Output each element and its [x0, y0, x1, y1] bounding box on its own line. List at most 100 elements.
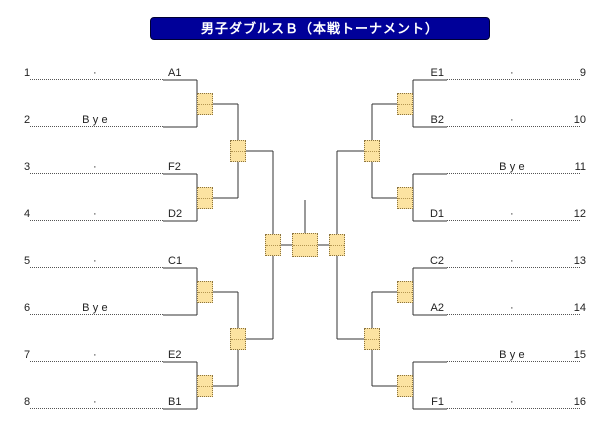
entry-number: 7 — [24, 349, 31, 361]
entry-line — [447, 267, 580, 268]
entry-line — [447, 314, 580, 315]
score-box-divider — [231, 151, 245, 152]
score-box-divider — [293, 245, 317, 246]
entry-name: · — [510, 396, 517, 408]
entry-number: 12 — [573, 208, 586, 220]
entry-line — [30, 220, 163, 221]
entry-number: 13 — [573, 255, 586, 267]
bracket-entry-row: 13 · C2 — [413, 253, 588, 268]
bracket-entry-row: 9 · E1 — [413, 65, 588, 80]
seed-label: B1 — [168, 396, 182, 408]
entry-number: 4 — [24, 208, 31, 220]
score-box — [230, 328, 246, 350]
score-box-divider — [398, 292, 412, 293]
entry-number: 11 — [574, 161, 586, 173]
score-box-divider — [198, 386, 212, 387]
bracket-lines-right — [336, 79, 447, 410]
score-box — [397, 93, 413, 115]
seed-label: C1 — [168, 255, 183, 267]
bracket-entry-row: 15 Bye — [413, 347, 588, 362]
bracket-entry-row: 10 · B2 — [413, 112, 588, 127]
entry-line — [447, 361, 580, 362]
entry-number: 8 — [24, 396, 31, 408]
bracket-entry-row: 5 · C1 — [22, 253, 197, 268]
score-box — [329, 234, 345, 256]
score-box — [397, 281, 413, 303]
score-box-divider — [330, 245, 344, 246]
score-box-divider — [231, 339, 245, 340]
entry-line — [30, 79, 163, 80]
score-box-divider — [398, 198, 412, 199]
entry-name: Bye — [499, 349, 528, 361]
entry-number: 2 — [24, 114, 31, 126]
score-box — [397, 375, 413, 397]
seed-label: B2 — [430, 114, 444, 126]
score-box — [364, 140, 380, 162]
seed-label: F1 — [431, 396, 444, 408]
bracket-entry-row: 16 · F1 — [413, 394, 588, 409]
entry-name: · — [510, 255, 517, 267]
score-box — [230, 140, 246, 162]
entry-name: Bye — [82, 114, 111, 126]
bracket-entry-row: 7 · E2 — [22, 347, 197, 362]
entry-number: 15 — [573, 349, 586, 361]
bracket-entry-row: 4 · D2 — [22, 206, 197, 221]
seed-label: A2 — [430, 302, 444, 314]
entry-number: 10 — [573, 114, 586, 126]
entry-name: · — [93, 255, 100, 267]
score-box — [197, 93, 213, 115]
score-box — [364, 328, 380, 350]
score-box-divider — [365, 151, 379, 152]
seed-label: A1 — [168, 67, 182, 79]
bracket-entry-row: 2 Bye — [22, 112, 197, 127]
seed-label: C2 — [429, 255, 444, 267]
score-box-divider — [266, 245, 280, 246]
entry-number: 3 — [24, 161, 31, 173]
score-box — [197, 375, 213, 397]
entry-number: 14 — [573, 302, 586, 314]
entry-line — [30, 173, 163, 174]
bracket-entry-row: 1 · A1 — [22, 65, 197, 80]
seed-label: E1 — [430, 67, 444, 79]
bracket-entry-row: 11 Bye — [413, 159, 588, 174]
final-score-box — [292, 233, 318, 257]
entry-name: · — [93, 396, 100, 408]
seed-label: E2 — [168, 349, 182, 361]
entry-line — [30, 126, 163, 127]
entry-line — [447, 79, 580, 80]
entry-line — [447, 220, 580, 221]
entry-number: 6 — [24, 302, 31, 314]
seed-label: D2 — [168, 208, 183, 220]
score-box-divider — [198, 292, 212, 293]
entry-name: · — [510, 208, 517, 220]
entry-line — [447, 173, 580, 174]
score-box-divider — [398, 386, 412, 387]
seed-label: D1 — [429, 208, 444, 220]
entry-number: 5 — [24, 255, 31, 267]
score-box — [197, 187, 213, 209]
entry-name: Bye — [82, 302, 111, 314]
seed-label: F2 — [168, 161, 181, 173]
bracket-title: 男子ダブルスＢ（本戦トーナメント） — [150, 17, 490, 40]
score-box-divider — [365, 339, 379, 340]
entry-name: · — [93, 208, 100, 220]
bracket-entry-row: 6 Bye — [22, 300, 197, 315]
entry-line — [30, 361, 163, 362]
entry-name: · — [93, 67, 100, 79]
entry-name: Bye — [499, 161, 528, 173]
entry-number: 1 — [24, 67, 31, 79]
entry-name: · — [93, 161, 100, 173]
bracket-entry-row: 8 · B1 — [22, 394, 197, 409]
score-box-divider — [198, 104, 212, 105]
bracket-lines-left — [163, 79, 274, 410]
score-box-divider — [398, 104, 412, 105]
entry-name: · — [510, 67, 517, 79]
entry-line — [30, 314, 163, 315]
entry-line — [30, 408, 163, 409]
score-box — [265, 234, 281, 256]
bracket-entry-row: 3 · F2 — [22, 159, 197, 174]
entry-number: 9 — [579, 67, 586, 79]
entry-line — [30, 267, 163, 268]
